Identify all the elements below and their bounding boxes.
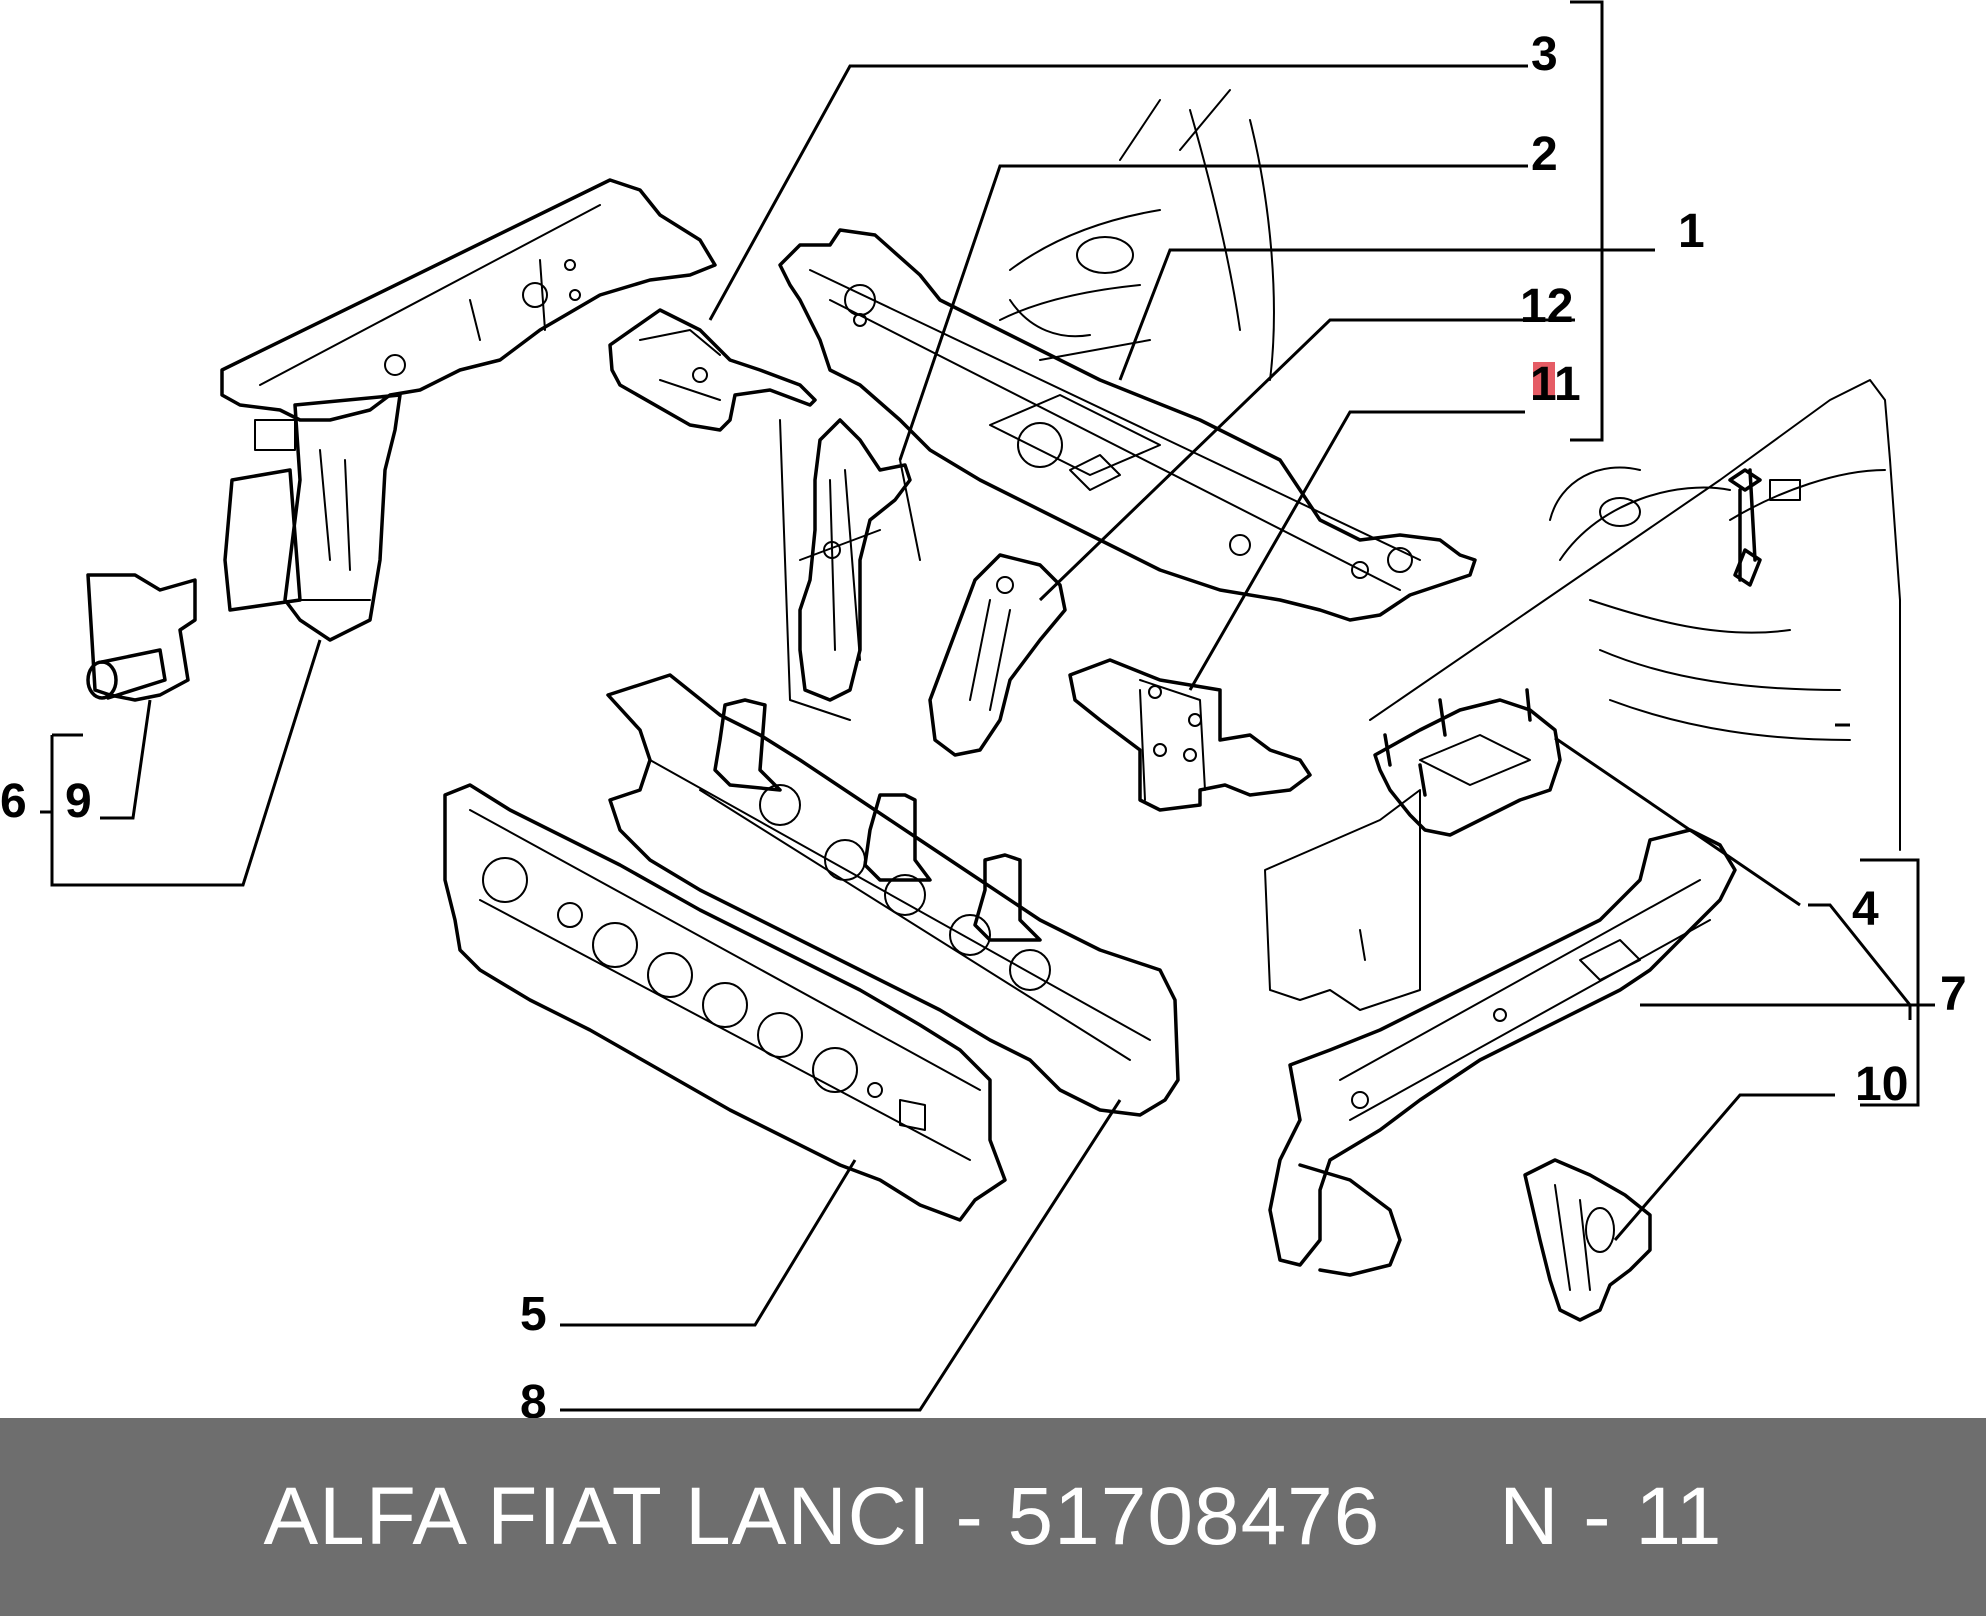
leader-lines bbox=[40, 0, 1935, 1412]
callout-12: 12 bbox=[1520, 280, 1573, 333]
callout-3: 3 bbox=[1531, 28, 1558, 81]
callout-7: 7 bbox=[1940, 968, 1967, 1021]
callout-4: 4 bbox=[1852, 883, 1879, 936]
callout-8: 8 bbox=[520, 1376, 547, 1418]
part-12-support-bracket bbox=[928, 553, 1067, 757]
callout-11: 11 bbox=[1530, 358, 1581, 411]
callout-labels: 1 2 3 4 5 6 7 8 9 10 11 12 bbox=[0, 28, 1967, 1418]
callout-2: 2 bbox=[1531, 128, 1558, 181]
part-11-mounting-bracket bbox=[1068, 658, 1312, 812]
callout-6: 6 bbox=[0, 775, 27, 828]
part-2-vertical-bracket bbox=[798, 418, 912, 702]
part-6-left-longitudinal-member bbox=[220, 178, 717, 642]
callout-11-highlight bbox=[1533, 362, 1555, 400]
part-1-upper-crossmember bbox=[778, 228, 1477, 622]
part-8-lower-crossmember bbox=[606, 673, 1180, 1117]
footer-banner: ALFA FIAT LANCI - 51708476 N - 11 bbox=[0, 1418, 1986, 1616]
part-9-bracket bbox=[86, 573, 197, 702]
callout-9: 9 bbox=[65, 775, 92, 828]
callout-10: 10 bbox=[1855, 1058, 1908, 1111]
callout-1: 1 bbox=[1678, 205, 1705, 258]
right-wheelhouse-outline bbox=[1264, 379, 1901, 1011]
callout-5: 5 bbox=[520, 1288, 547, 1341]
part-4-engine-mount-bracket bbox=[1373, 468, 1801, 837]
part-3-upper-bracket bbox=[608, 308, 817, 432]
body-shell-outline bbox=[779, 89, 1275, 721]
exploded-parts-diagram: 1 2 3 4 5 6 7 8 9 10 11 12 bbox=[0, 0, 1967, 1418]
part-7-right-longitudinal-member bbox=[1268, 828, 1737, 1277]
part-5-front-lower-beam bbox=[443, 783, 1007, 1222]
part-10-small-bracket bbox=[1523, 1158, 1652, 1322]
footer-part-number-text: ALFA FIAT LANCI - 51708476 N - 11 bbox=[263, 1471, 1723, 1562]
